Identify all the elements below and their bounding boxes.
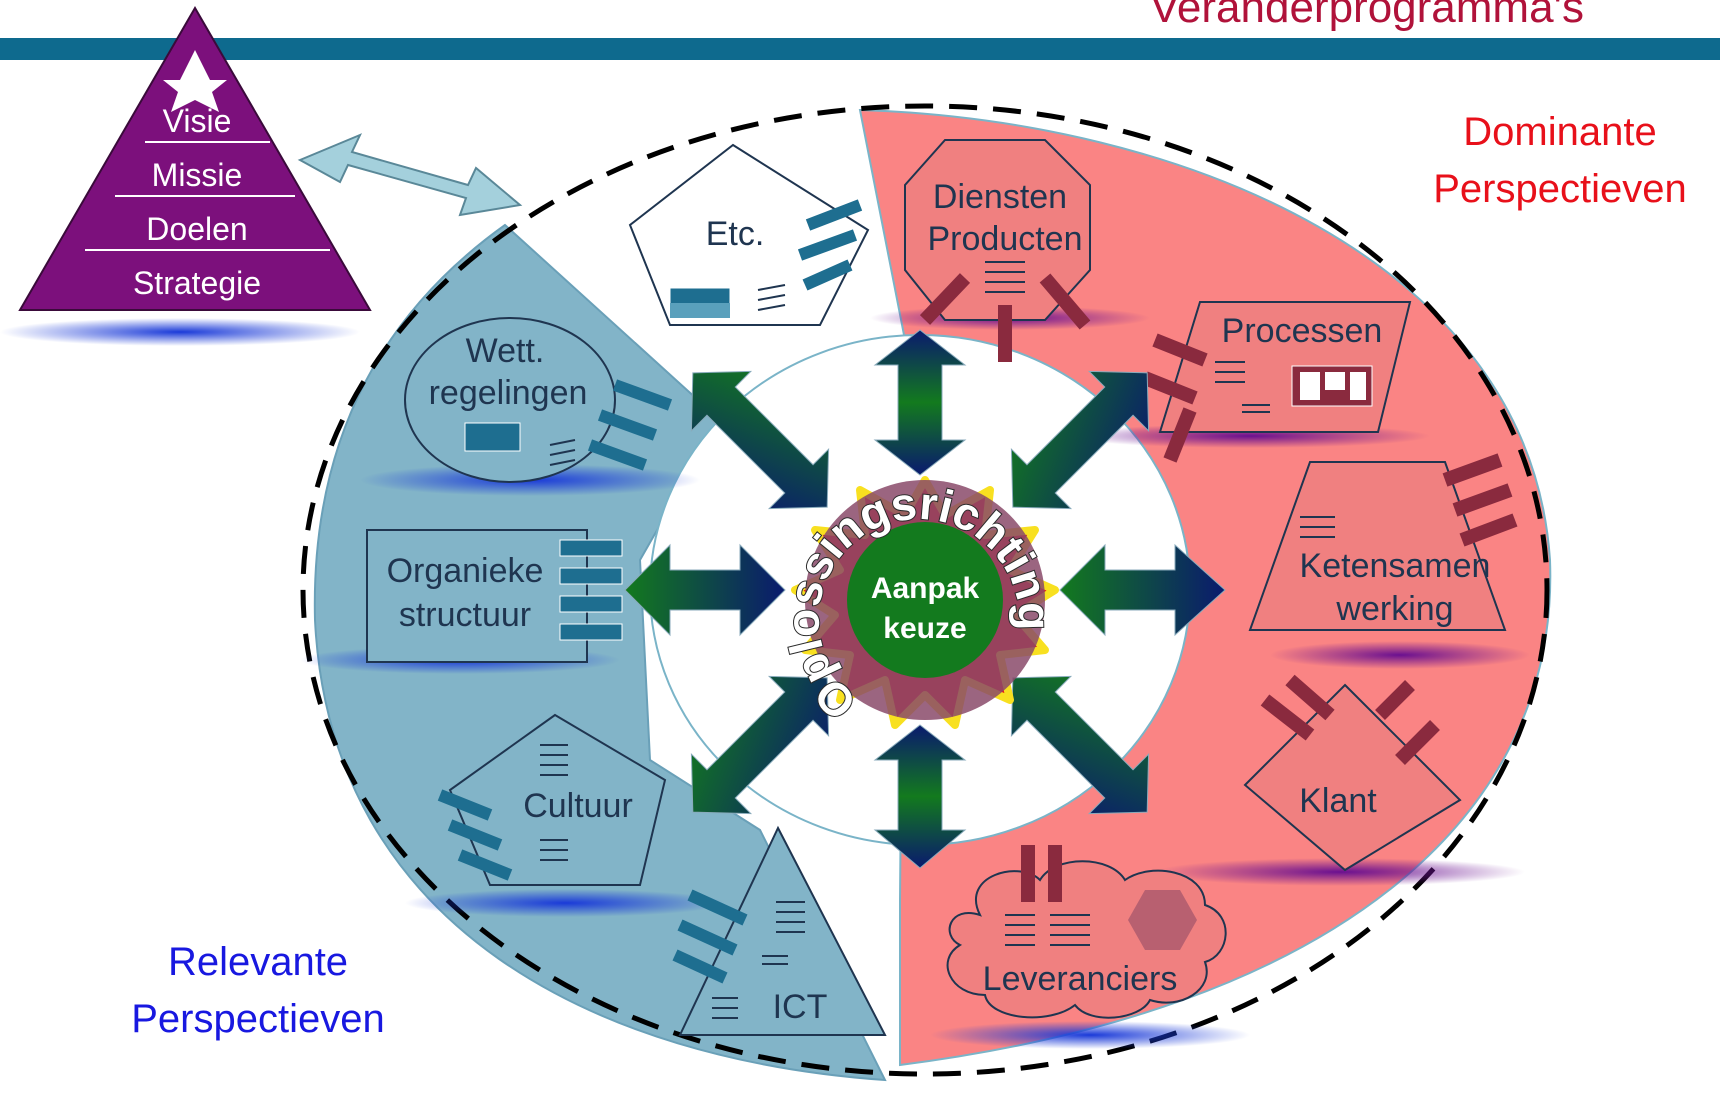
- svg-text:Klant: Klant: [1299, 782, 1377, 820]
- center-label-line2: keuze: [883, 612, 966, 645]
- arrow-left: [624, 543, 786, 637]
- svg-text:Leveranciers: Leveranciers: [983, 960, 1178, 998]
- pyramid-level-doelen: Doelen: [146, 211, 247, 247]
- center-label-line1: Aanpak: [871, 572, 980, 605]
- perspective-etc: Etc.: [628, 143, 870, 326]
- perspective-processen: Processen: [1070, 301, 1430, 463]
- svg-text:Producten: Producten: [928, 220, 1083, 258]
- svg-text:Ketensamen: Ketensamen: [1300, 547, 1491, 585]
- arrow-down: [873, 724, 967, 869]
- star-icon: [163, 50, 227, 112]
- pyramid: Visie Missie Doelen Strategie: [0, 6, 372, 346]
- pyramid-level-visie: Visie: [163, 103, 232, 139]
- scope-boundary: [300, 103, 1550, 1077]
- svg-text:werking: werking: [1335, 590, 1453, 628]
- perspective-diensten-producten: Diensten Producten: [870, 139, 1150, 362]
- svg-text:Cultuur: Cultuur: [523, 787, 633, 825]
- pyramid-shadow: [0, 318, 360, 346]
- perspective-cultuur: Cultuur: [405, 713, 725, 917]
- arrow-upper-right: [1010, 370, 1150, 510]
- hexagon-icon: [1128, 890, 1197, 950]
- perspective-klant: Klant: [1155, 674, 1525, 886]
- arrow-upper-left: [690, 370, 830, 510]
- perspective-leveranciers: Leveranciers: [930, 845, 1250, 1049]
- svg-text:Etc.: Etc.: [706, 215, 765, 253]
- svg-text:Diensten: Diensten: [933, 178, 1067, 216]
- relevant-label-line2: Perspectieven: [131, 997, 384, 1041]
- perspective-organieke-structuur: Organieke structuur: [300, 529, 623, 674]
- pyramid-level-strategie: Strategie: [133, 265, 261, 301]
- radial-arrows: [624, 329, 1226, 869]
- arrow-right: [1059, 543, 1226, 637]
- center-circle: [847, 522, 1003, 678]
- page-title: Veranderprogramma's: [1150, 0, 1584, 32]
- svg-text:Organieke: Organieke: [387, 552, 544, 590]
- svg-text:structuur: structuur: [399, 596, 531, 634]
- dominant-label-line1: Dominante: [1463, 110, 1656, 154]
- svg-text:ICT: ICT: [773, 988, 828, 1026]
- arrow-up: [873, 329, 967, 476]
- alignment-double-arrow: [297, 133, 523, 217]
- arrow-lower-right: [1010, 675, 1150, 815]
- header-bar: [0, 38, 1720, 60]
- arrow-lower-left: [690, 675, 830, 815]
- svg-text:Processen: Processen: [1222, 312, 1383, 350]
- svg-text:regelingen: regelingen: [429, 374, 588, 412]
- pyramid-level-missie: Missie: [152, 157, 243, 193]
- relevant-label-line1: Relevante: [168, 940, 348, 984]
- perspective-ketensamenwerking: Ketensamen werking: [1248, 453, 1530, 669]
- perspective-ict: ICT: [672, 825, 887, 1036]
- svg-text:Wett.: Wett.: [466, 332, 545, 370]
- dominant-label-line2: Perspectieven: [1433, 167, 1686, 211]
- perspective-wett-regelingen: Wett. regelingen: [360, 317, 700, 496]
